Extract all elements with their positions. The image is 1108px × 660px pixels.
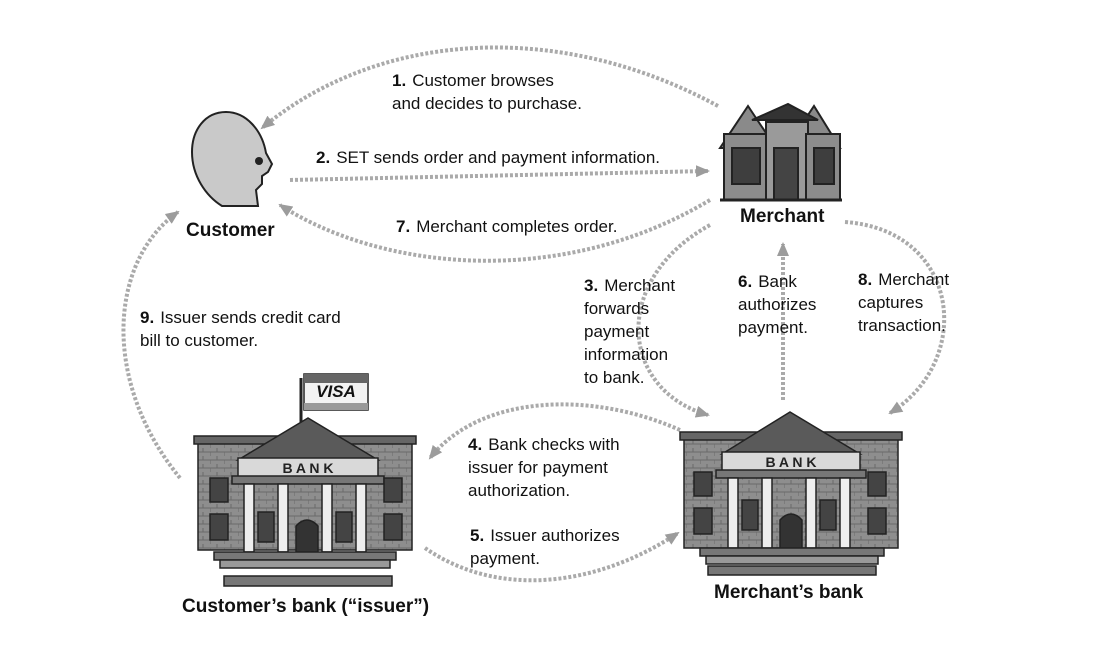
arrow-step-4	[428, 402, 681, 460]
merchant-store-icon	[718, 102, 842, 202]
step-6-label: 6.Bank authorizes payment.	[738, 272, 817, 337]
step-5-label: 5.Issuer authorizes payment.	[470, 526, 620, 568]
customer-head-icon	[190, 110, 274, 207]
customers-bank-label: Customer’s bank (“issuer”)	[182, 596, 430, 617]
bank-building-icon	[193, 373, 417, 587]
visa-flag-icon: VISA	[316, 382, 356, 401]
step-4-label: 4.Bank checks with issuer for payment au…	[468, 435, 620, 500]
bank-building-icon	[679, 411, 903, 576]
arrow-step-5	[423, 531, 680, 583]
step-9-label: 9.Issuer sends credit card bill to custo…	[140, 308, 341, 350]
bank-sign: B A N K	[765, 454, 817, 470]
bank-sign: B A N K	[282, 460, 334, 476]
arrow-step-1	[260, 45, 719, 130]
step-7-label: 7.Merchant completes order.	[396, 217, 618, 236]
step-2-label: 2.SET sends order and payment informatio…	[316, 148, 660, 167]
arrow-step-9	[121, 210, 182, 480]
customer-label: Customer	[186, 220, 275, 241]
merchant-label: Merchant	[740, 206, 825, 227]
merchants-bank-label: Merchant’s bank	[714, 582, 864, 603]
step-8-label: 8.Merchant captures transaction.	[858, 270, 950, 335]
step-1-label: 1.Customer browses and decides to purcha…	[392, 71, 582, 113]
arrow-step-3	[636, 223, 711, 418]
arrow-step-2	[289, 165, 710, 182]
step-3-label: 3.Merchant forwards payment information …	[584, 276, 676, 387]
arrow-step-8	[844, 220, 947, 415]
flow-arrows	[121, 45, 947, 583]
